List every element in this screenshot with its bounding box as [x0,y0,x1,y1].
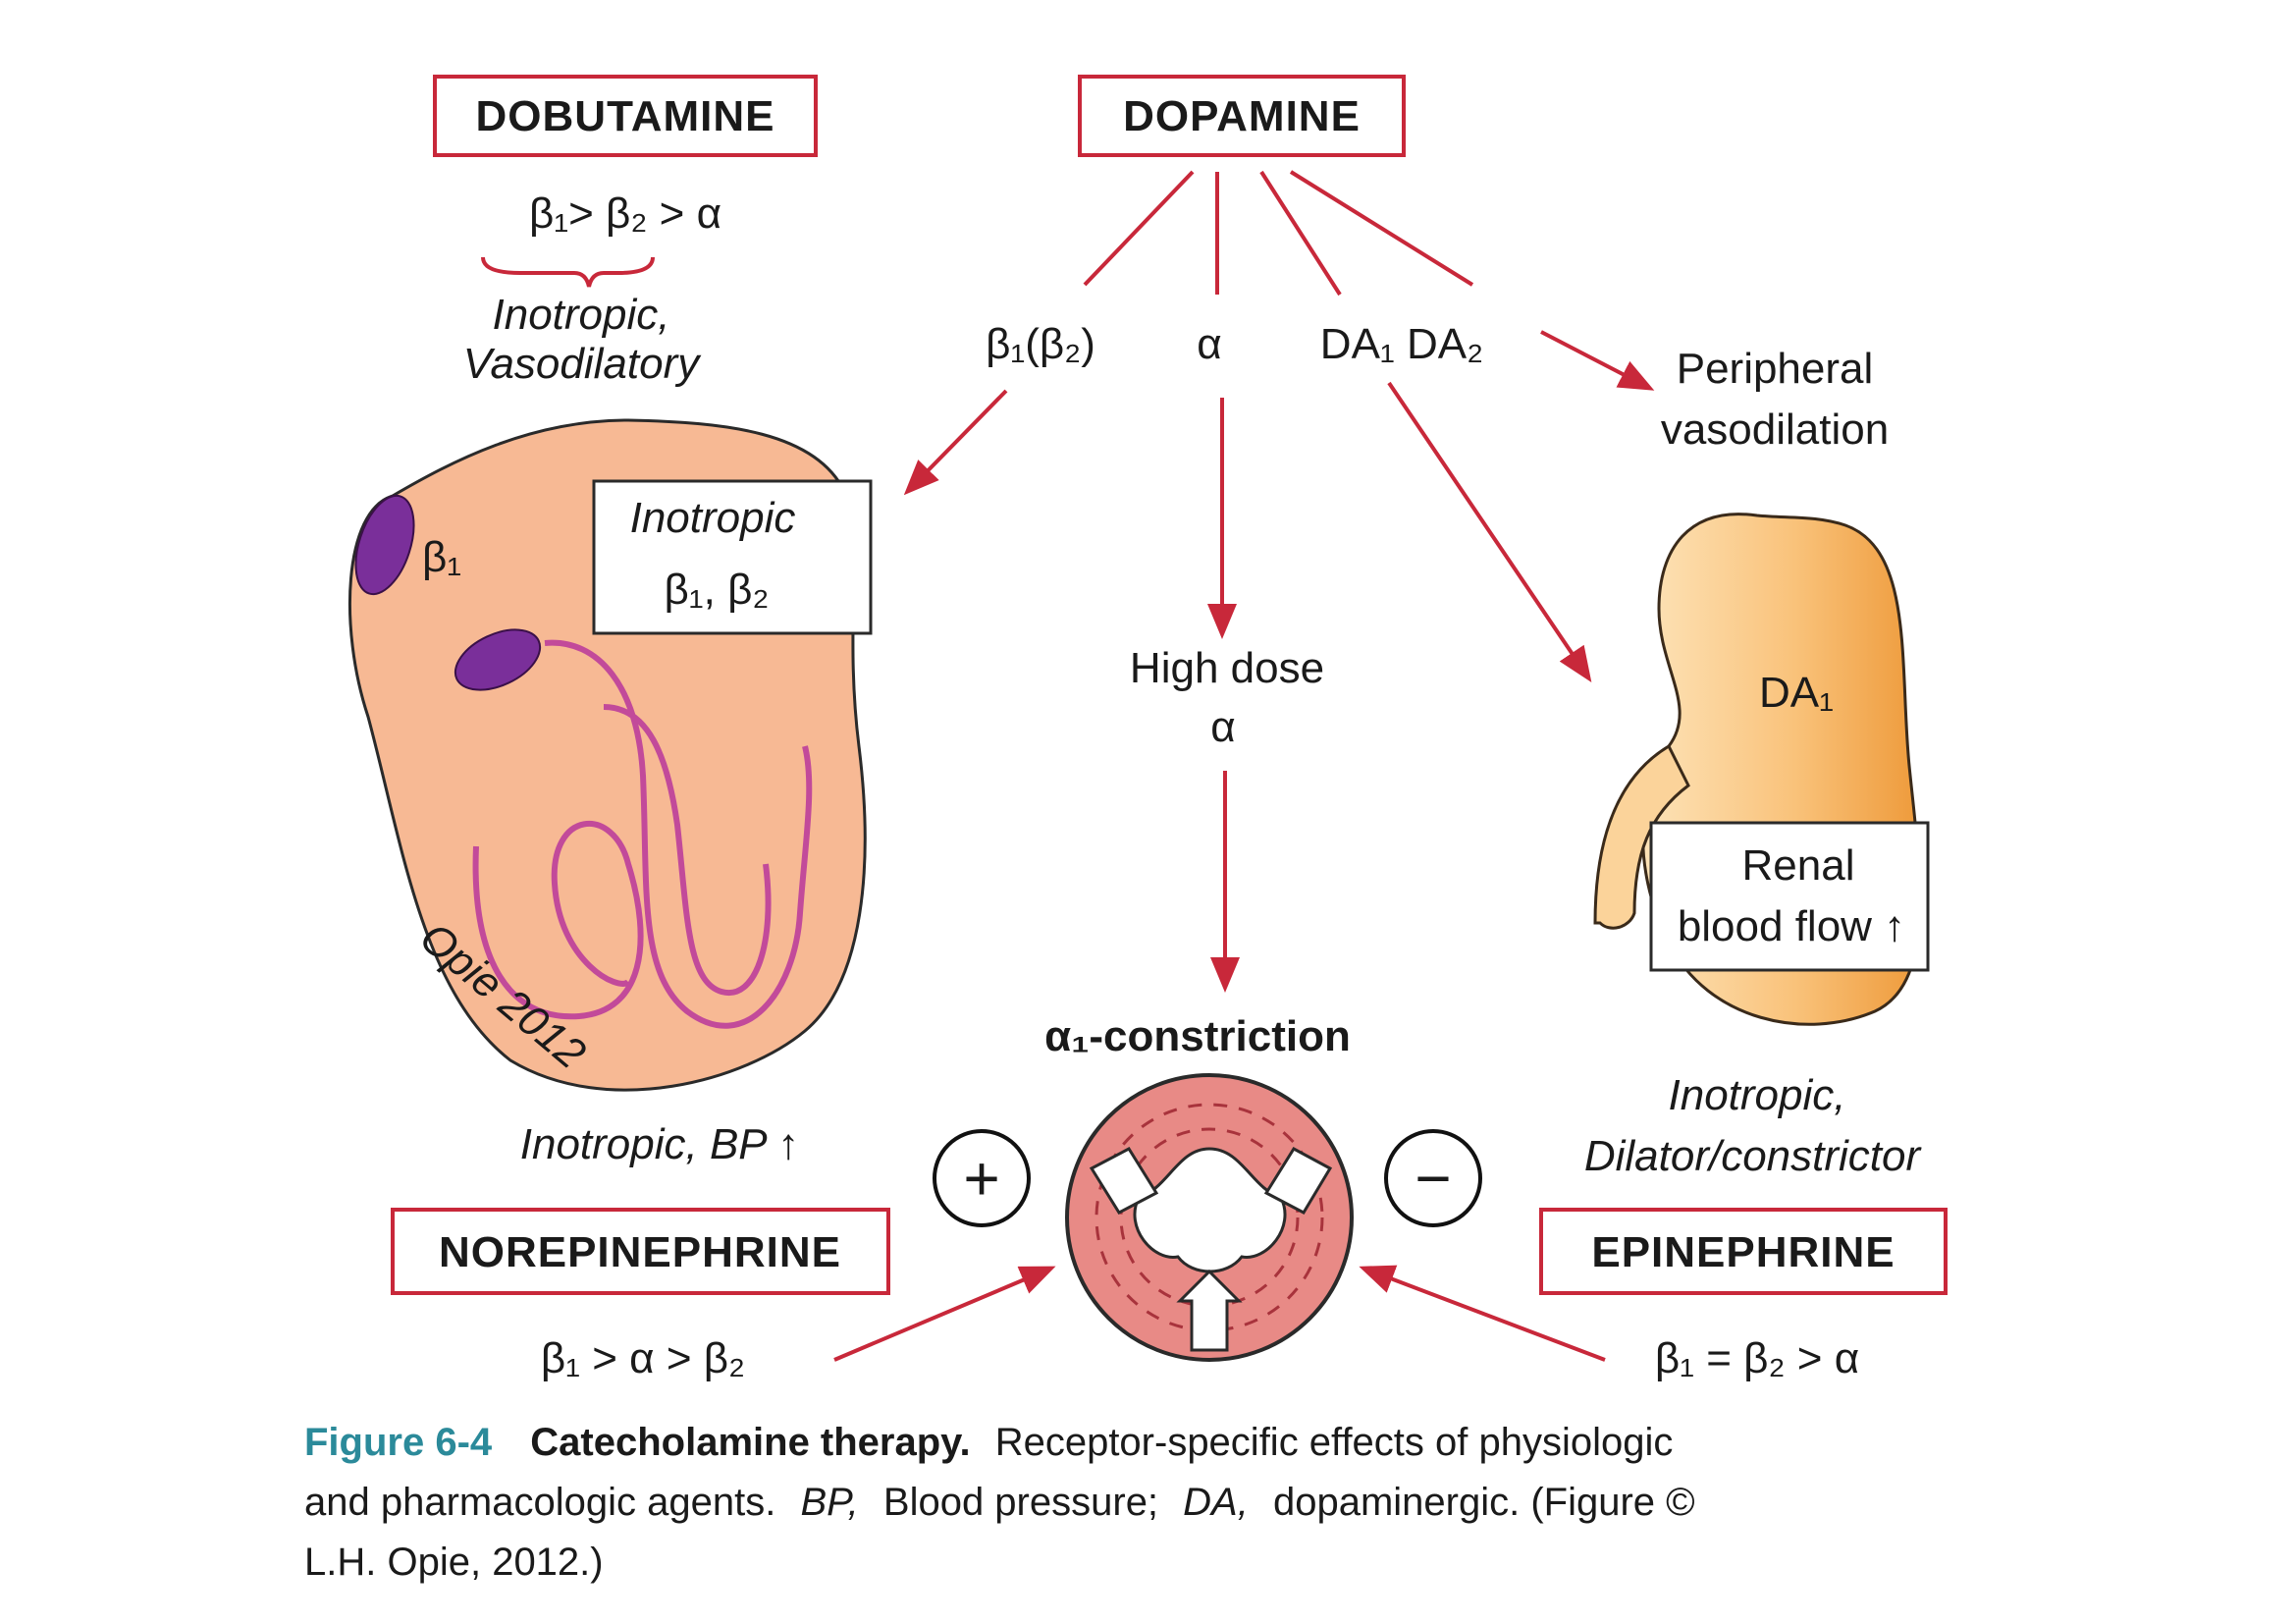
caption-line2-part2: Blood pressure; [883,1481,1158,1524]
minus-symbol-circle [1384,1129,1482,1227]
arrow-epinephrine-to-vessel [1359,1265,1606,1362]
dobutamine-effect-line1: Inotropic, [493,291,670,339]
beta1-receptor-mid [454,628,542,691]
high-dose-label: High dose [1130,644,1324,692]
norepinephrine-receptors: β₁ > α > β₂ [541,1334,745,1382]
dobutamine-effect-line2: Vasodilatory [463,340,702,388]
peripheral-vasodilation-line1: Peripheral [1677,345,1874,393]
epinephrine-group: Inotropic, Dilator/constrictor EPINEPHRI… [1359,1071,1948,1382]
plus-symbol-circle [933,1129,1031,1227]
vessel-dashes-outer [1095,1103,1324,1332]
figure-caption: Figure 6-4 Catecholamine therapy. Recept… [304,1421,1695,1584]
norepinephrine-group: Inotropic, BP ↑ NOREPINEPHRINE β₁ > α > … [391,1120,1056,1382]
heart-inotropic-box [592,479,873,635]
norepinephrine-box [391,1208,890,1295]
renal-blood-flow-line1: Renal [1742,841,1855,890]
dopamine-branch-da2 [1289,170,1474,287]
minus-symbol: − [1415,1143,1451,1214]
caption-line2-part3: dopaminergic. (Figure © [1273,1481,1695,1524]
kidney-da1-label: DA₁ [1759,669,1834,717]
dopamine-box [1078,75,1406,157]
arrow-norepinephrine-to-vessel [833,1266,1056,1362]
renal-blood-flow-box [1649,821,1930,972]
compression-arrow-right [1263,1147,1333,1215]
dobutamine-group: DOBUTAMINE β₁> β₂ > α Inotropic, Vasodil… [433,75,818,388]
dobutamine-brace [481,256,655,288]
compression-arrow-bottom [1176,1269,1243,1352]
epinephrine-receptors: β₁ = β₂ > α [1655,1334,1859,1382]
caption-title: Catecholamine therapy. [530,1421,970,1464]
dopamine-receptor-alpha: α [1197,320,1221,368]
dopamine-branch-beta [1083,170,1195,287]
alpha-pathway: High dose α α₁-constriction + − [933,644,1482,1362]
heart-inotropic-receptors: β₁, β₂ [665,566,770,614]
kidney-illustration: Peripheral vasodilation DA₁ Renal blood … [1593,345,1930,1026]
peripheral-vasodilation-line2: vasodilation [1661,406,1889,454]
caption-line1-rest: Receptor-specific effects of physiologic [995,1421,1674,1464]
dopamine-receptor-da: DA₁ DA₂ [1320,320,1483,368]
arrow-beta-to-heart [903,389,1008,496]
dobutamine-box [433,75,818,157]
epinephrine-box [1539,1208,1948,1295]
beta1-receptor-top [354,494,415,596]
plus-symbol: + [963,1143,999,1214]
dopamine-branch-da1 [1259,170,1342,297]
epinephrine-label: EPINEPHRINE [1591,1228,1895,1276]
dobutamine-label: DOBUTAMINE [476,92,775,140]
caption-line3: L.H. Opie, 2012.) [304,1541,604,1584]
dopamine-group: DOPAMINE β₁(β₂) α DA₁ DA₂ [903,75,1655,682]
compression-arrow-left [1089,1147,1159,1215]
dopamine-receptor-beta: β₁(β₂) [986,320,1095,368]
vessel-cross-section [1065,1073,1354,1362]
caption-figure-number: Figure 6-4 [304,1421,493,1464]
norepinephrine-label: NOREPINEPHRINE [439,1228,841,1276]
arrow-da-to-kidney [1387,381,1592,682]
caption-line1: Figure 6-4 Catecholamine therapy. Recept… [304,1421,1673,1464]
renal-blood-flow-line2: blood flow ↑ [1678,902,1905,950]
heart-conduction-left [472,820,644,1020]
high-dose-alpha: α [1210,703,1235,751]
heart-conduction-inner [603,704,772,997]
norepinephrine-effect: Inotropic, BP ↑ [520,1120,800,1168]
arrow-da-to-peripheral [1540,330,1655,391]
epinephrine-effect-line2: Dilator/constrictor [1584,1132,1923,1180]
dopamine-label: DOPAMINE [1123,92,1361,140]
caption-line2-part1: and pharmacologic agents. [304,1481,775,1524]
dobutamine-receptors: β₁> β₂ > α [529,189,721,238]
heart-conduction-main [544,639,813,1029]
heart-illustration: β₁ Inotropic β₁, β₂ Opie 2012 [347,418,873,1092]
heart-beta1-label: β₁ [422,533,461,581]
epinephrine-effect-line1: Inotropic, [1669,1071,1846,1119]
alpha1-constriction-label: α₁-constriction [1044,1012,1351,1060]
caption-da-abbr: DA, [1183,1481,1249,1524]
caption-line2: and pharmacologic agents. BP, Blood pres… [304,1481,1695,1524]
caption-bp-abbr: BP, [800,1481,858,1524]
heart-inotropic-label: Inotropic [630,494,796,542]
